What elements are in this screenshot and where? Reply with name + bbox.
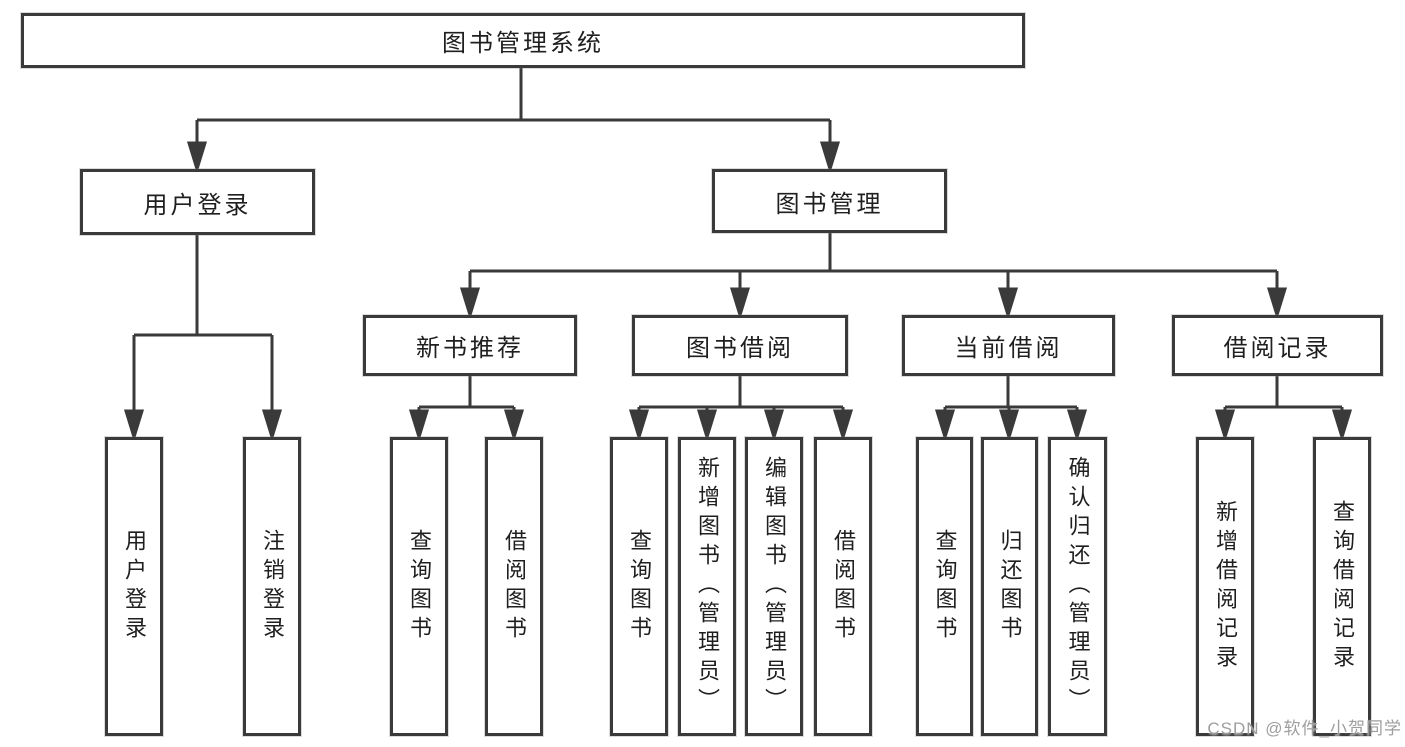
leaf-edit-books-admin: 编辑图书（管理员） xyxy=(745,437,803,736)
node-current-borrowing: 当前借阅 xyxy=(902,315,1115,376)
leaf-logout: 注销登录 xyxy=(243,437,301,736)
arrow-down-icon xyxy=(1214,409,1236,443)
leaf-label: 注销登录 xyxy=(260,528,285,645)
arrow-down-icon xyxy=(503,409,525,443)
leaf-user-login: 用户登录 xyxy=(105,437,163,736)
arrow-down-icon xyxy=(1331,409,1353,443)
leaf-query-borrow-record: 查询借阅记录 xyxy=(1313,437,1371,736)
leaf-label: 新增图书（管理员） xyxy=(695,456,720,717)
arrow-down-icon xyxy=(832,409,854,443)
leaf-query-books: 查询图书 xyxy=(610,437,668,736)
node-new-book-recommendation: 新书推荐 xyxy=(363,315,577,376)
leaf-add-books-admin: 新增图书（管理员） xyxy=(678,437,736,736)
leaf-label: 借阅图书 xyxy=(831,528,856,645)
leaf-label: 归还图书 xyxy=(997,528,1023,645)
leaf-confirm-return-admin: 确认归还（管理员） xyxy=(1048,437,1107,736)
connector-new-book-recommend-to-leaves xyxy=(408,376,525,443)
node-book-borrowing: 图书借阅 xyxy=(632,315,848,376)
leaf-add-borrow-record: 新增借阅记录 xyxy=(1196,437,1254,736)
connector-current-borrowing-to-leaves xyxy=(934,376,1088,443)
leaf-query-books: 查询图书 xyxy=(390,437,448,736)
leaf-label: 编辑图书（管理员） xyxy=(762,456,787,717)
leaf-label: 确认归还（管理员） xyxy=(1065,456,1091,717)
arrow-down-icon xyxy=(123,409,145,443)
csdn-watermark: CSDN @软件_小贺同学 xyxy=(1207,719,1402,738)
arrow-down-icon xyxy=(628,409,650,443)
connector-borrowing-records-to-leaves xyxy=(1214,376,1353,443)
arrow-down-icon xyxy=(763,409,785,443)
leaf-query-books: 查询图书 xyxy=(916,437,973,736)
leaf-label: 查询借阅记录 xyxy=(1330,499,1355,674)
connector-root-to-level2 xyxy=(186,68,841,175)
arrow-down-icon xyxy=(819,141,841,175)
leaf-borrow-books: 借阅图书 xyxy=(814,437,872,736)
arrow-down-icon xyxy=(997,287,1019,321)
node-borrowing-records: 借阅记录 xyxy=(1172,315,1383,376)
leaf-label: 查询图书 xyxy=(932,528,958,645)
arrow-down-icon xyxy=(998,409,1020,443)
node-book-management: 图书管理 xyxy=(712,169,947,233)
node-root-library-management-system: 图书管理系统 xyxy=(21,13,1025,68)
arrow-down-icon xyxy=(729,287,751,321)
leaf-borrow-books: 借阅图书 xyxy=(485,437,543,736)
connector-user-login-to-leaves xyxy=(123,235,283,443)
leaf-label: 借阅图书 xyxy=(502,528,527,645)
leaf-label: 用户登录 xyxy=(122,528,147,645)
arrow-down-icon xyxy=(696,409,718,443)
arrow-down-icon xyxy=(459,287,481,321)
arrow-down-icon xyxy=(261,409,283,443)
connector-book-management-to-level3 xyxy=(459,233,1288,321)
arrow-down-icon xyxy=(408,409,430,443)
leaf-label: 新增借阅记录 xyxy=(1213,499,1238,674)
arrow-down-icon xyxy=(934,409,956,443)
node-user-login: 用户登录 xyxy=(80,169,315,235)
arrow-down-icon xyxy=(1266,287,1288,321)
leaf-label: 查询图书 xyxy=(627,528,652,645)
leaf-return-books: 归还图书 xyxy=(981,437,1038,736)
leaf-label: 查询图书 xyxy=(407,528,432,645)
arrow-down-icon xyxy=(1066,409,1088,443)
connector-book-borrowing-to-leaves xyxy=(628,376,854,443)
arrow-down-icon xyxy=(186,141,208,175)
